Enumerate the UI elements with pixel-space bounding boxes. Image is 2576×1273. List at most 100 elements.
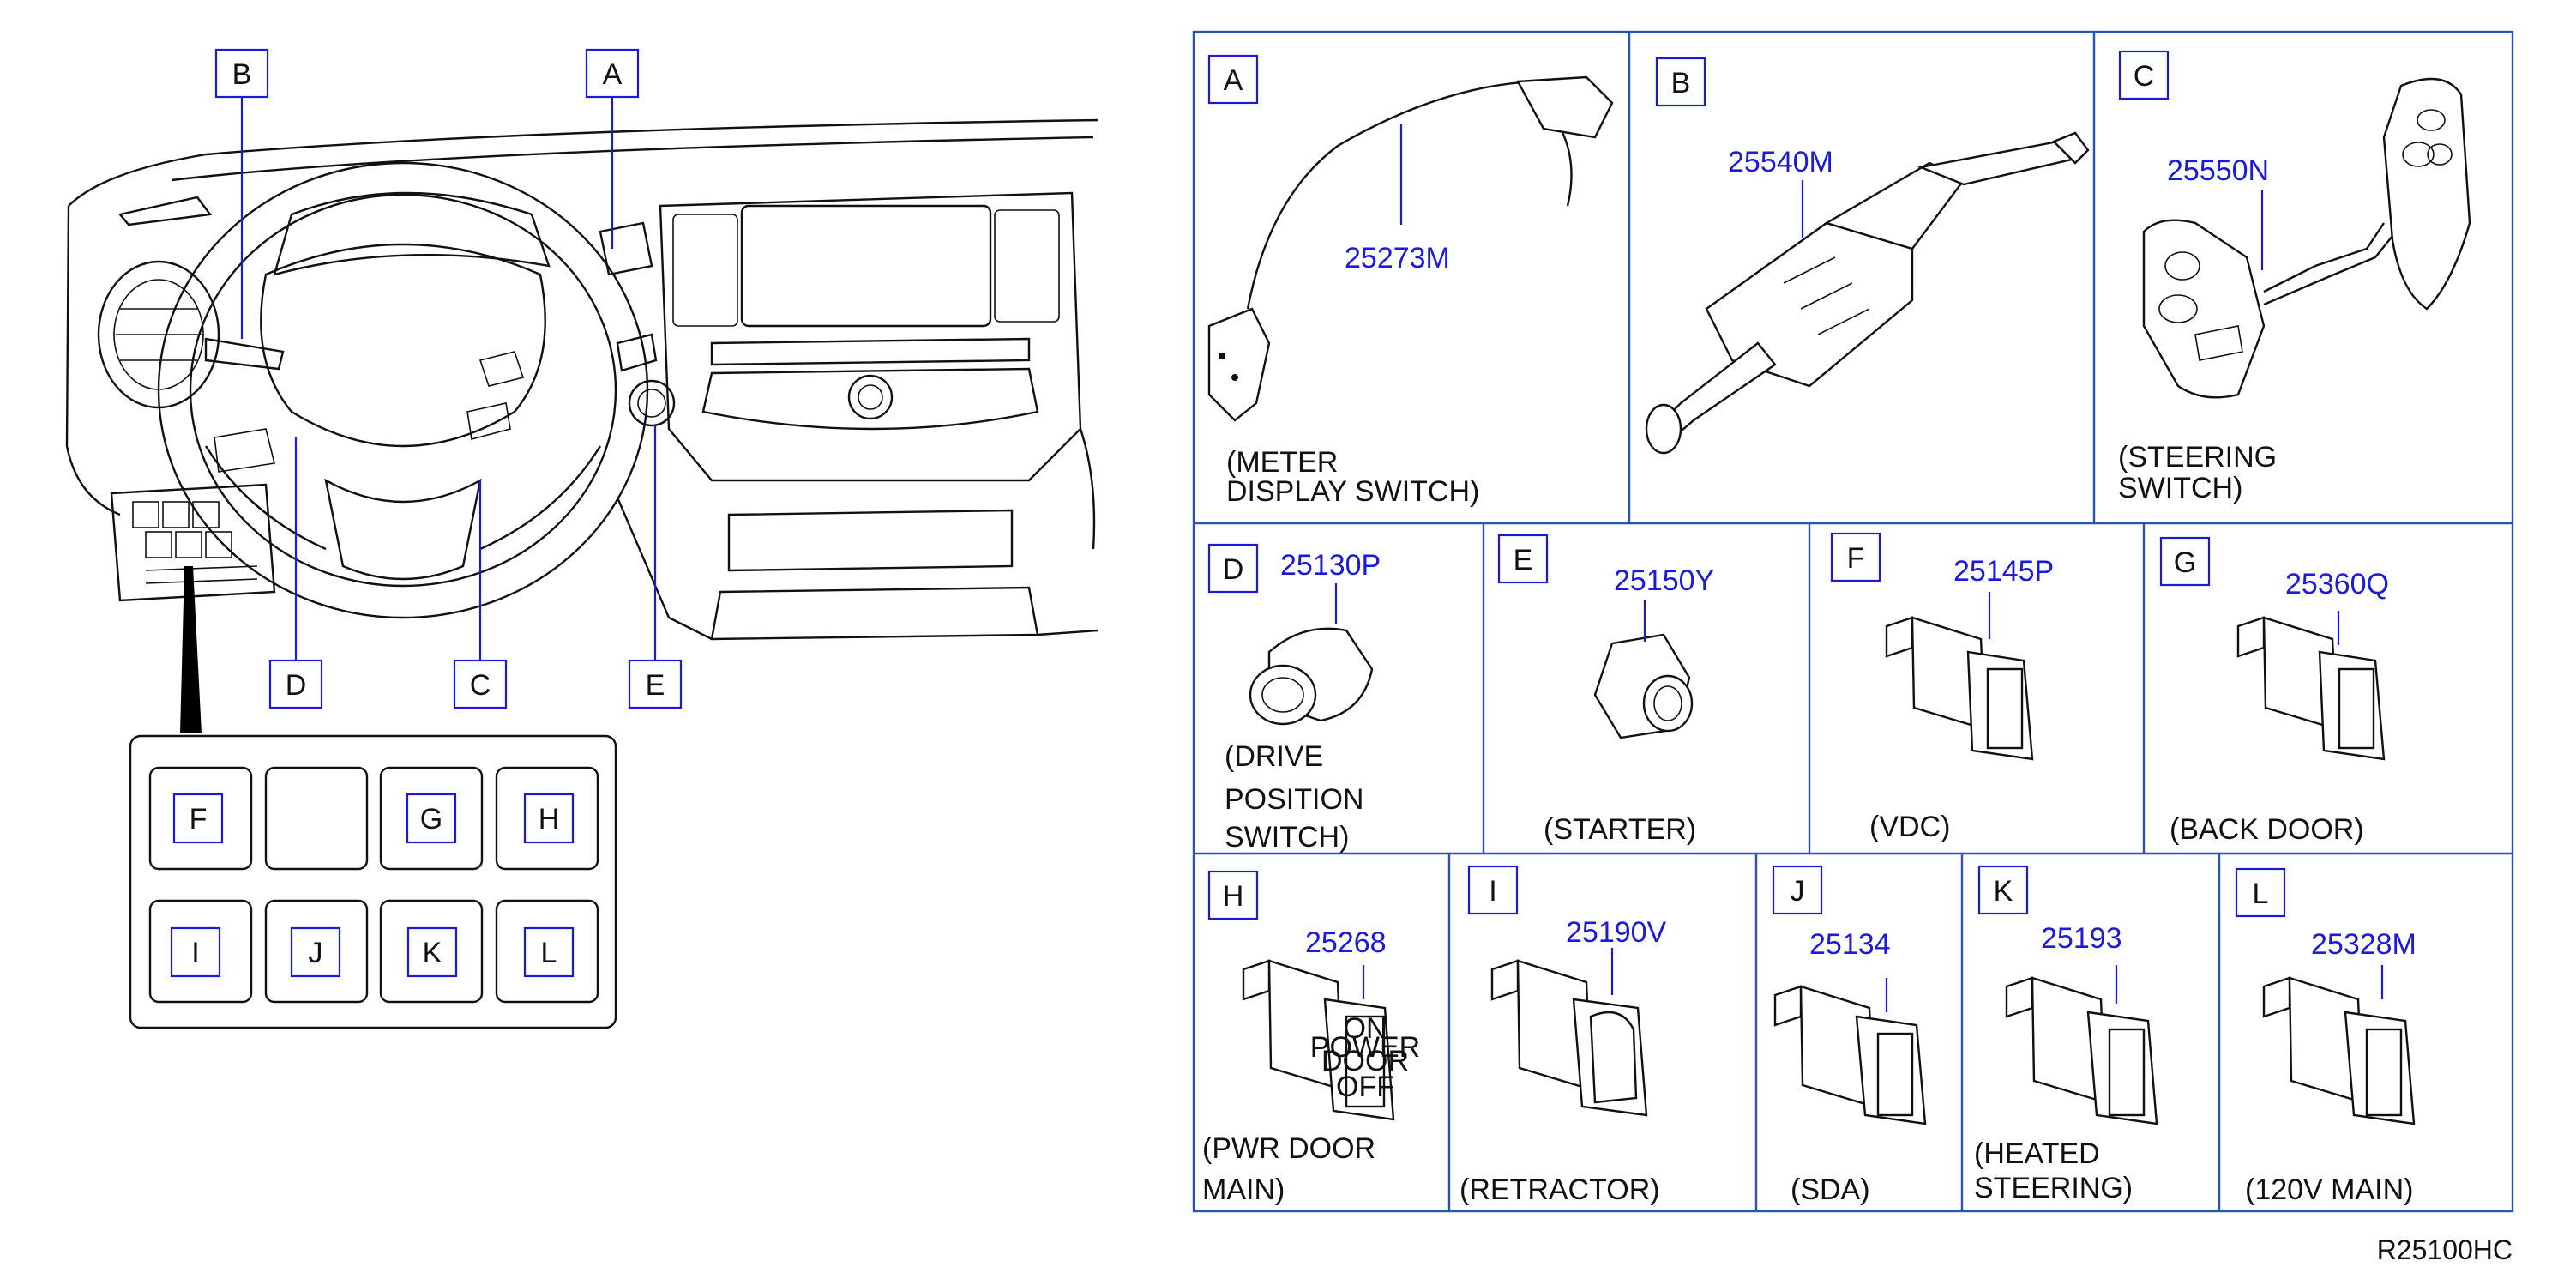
vdc-switch-drawing bbox=[1885, 616, 2034, 761]
svg-text:(STEERING: (STEERING bbox=[2118, 441, 2277, 474]
svg-text:H: H bbox=[1223, 880, 1244, 913]
svg-text:25145P: 25145P bbox=[1953, 555, 2054, 588]
panel-cell-l: L bbox=[495, 899, 599, 1004]
svg-text:25130P: 25130P bbox=[1280, 549, 1381, 582]
part-cell-a: A 25273M (METER DISPLAY SWITCH) bbox=[1207, 54, 1614, 508]
svg-text:H: H bbox=[539, 803, 560, 836]
part-cell-c: C 25550N (STEERING SWITCH) bbox=[2118, 50, 2471, 504]
svg-text:B: B bbox=[1671, 67, 1691, 100]
svg-text:G: G bbox=[2174, 546, 2196, 579]
dashboard-callouts: B A D C E bbox=[214, 48, 683, 709]
svg-text:STEERING): STEERING) bbox=[1974, 1172, 2133, 1204]
svg-text:(STARTER): (STARTER) bbox=[1544, 813, 1696, 846]
svg-text:ON: ON bbox=[1344, 1012, 1387, 1045]
svg-text:SWITCH): SWITCH) bbox=[1225, 821, 1349, 854]
svg-text:DOOR: DOOR bbox=[1321, 1045, 1409, 1077]
svg-text:(HEATED: (HEATED bbox=[1974, 1137, 2100, 1170]
svg-text:25540M: 25540M bbox=[1728, 146, 1833, 178]
svg-text:25190V: 25190V bbox=[1566, 916, 1667, 949]
power-door-switch-drawing: ON POWER DOOR OFF bbox=[1242, 959, 1420, 1121]
panel-cell-i: I bbox=[148, 899, 253, 1004]
svg-text:POWER: POWER bbox=[1310, 1031, 1420, 1064]
svg-text:(PWR DOOR: (PWR DOOR bbox=[1202, 1132, 1375, 1165]
120v-main-switch-drawing bbox=[2262, 976, 2416, 1125]
svg-text:J: J bbox=[309, 937, 323, 969]
callout-b: B bbox=[214, 48, 269, 99]
back-door-switch-drawing bbox=[2236, 616, 2386, 761]
svg-text:I: I bbox=[191, 937, 199, 969]
panel-cell-g: G bbox=[379, 766, 484, 871]
svg-text:(RETRACTOR): (RETRACTOR) bbox=[1460, 1173, 1660, 1206]
svg-text:F: F bbox=[190, 803, 208, 836]
svg-text:J: J bbox=[1791, 875, 1805, 908]
reference-code: R25100HC bbox=[2377, 1234, 2513, 1265]
svg-text:I: I bbox=[1489, 875, 1496, 908]
callout-a: A bbox=[585, 48, 640, 99]
svg-text:25150Y: 25150Y bbox=[1614, 564, 1714, 597]
svg-text:(120V MAIN): (120V MAIN) bbox=[2245, 1173, 2414, 1206]
part-cell-l: L 25328M (120V MAIN) bbox=[2235, 867, 2417, 1206]
svg-text:C: C bbox=[2134, 60, 2155, 93]
svg-text:F: F bbox=[1847, 542, 1865, 575]
svg-text:25268: 25268 bbox=[1305, 926, 1387, 959]
sda-switch-drawing bbox=[1773, 985, 1927, 1125]
svg-text:K: K bbox=[423, 937, 442, 969]
svg-text:E: E bbox=[1514, 544, 1533, 576]
svg-text:B: B bbox=[232, 58, 252, 91]
svg-text:POSITION: POSITION bbox=[1225, 783, 1363, 816]
part-cell-b: B 25540M bbox=[1645, 57, 2090, 455]
svg-text:D: D bbox=[286, 669, 307, 702]
svg-text:E: E bbox=[646, 669, 665, 702]
switch-panel-zoom: F G H I J K bbox=[129, 734, 617, 1029]
svg-text:(DRIVE: (DRIVE bbox=[1225, 740, 1323, 773]
svg-text:DISPLAY SWITCH): DISPLAY SWITCH) bbox=[1226, 475, 1479, 508]
combination-switch-drawing bbox=[1645, 131, 2090, 455]
svg-text:A: A bbox=[1224, 64, 1243, 97]
svg-text:(SDA): (SDA) bbox=[1791, 1173, 1870, 1206]
svg-text:D: D bbox=[1223, 553, 1244, 586]
steering-switch-drawing bbox=[2142, 77, 2471, 399]
svg-text:L: L bbox=[541, 937, 557, 969]
part-cell-e: E 25150Y (STARTER) bbox=[1497, 534, 1714, 846]
callout-e: E bbox=[628, 659, 683, 709]
svg-text:(BACK DOOR): (BACK DOOR) bbox=[2170, 813, 2364, 846]
part-cell-d: D 25130P (DRIVE POSITION SWITCH) bbox=[1207, 543, 1381, 854]
svg-text:25273M: 25273M bbox=[1345, 242, 1450, 275]
svg-text:C: C bbox=[470, 669, 491, 702]
svg-text:A: A bbox=[603, 58, 623, 91]
svg-text:25328M: 25328M bbox=[2311, 928, 2417, 961]
panel-cell-h: H bbox=[495, 766, 599, 871]
meter-display-switch-drawing bbox=[1207, 75, 1614, 422]
svg-text:25193: 25193 bbox=[2041, 922, 2122, 955]
dashboard-leaders bbox=[240, 96, 657, 661]
svg-text:25134: 25134 bbox=[1809, 928, 1891, 961]
svg-text:L: L bbox=[2253, 878, 2269, 910]
parts-grid bbox=[1192, 30, 2514, 1213]
svg-text:(METER: (METER bbox=[1226, 446, 1338, 479]
part-cell-g: G 25360Q (BACK DOOR) bbox=[2159, 536, 2389, 846]
heated-steering-switch-drawing bbox=[2005, 976, 2158, 1125]
part-cell-f: F 25145P (VDC) bbox=[1830, 532, 2054, 843]
part-cell-k: K 25193 (HEATED STEERING) bbox=[1974, 865, 2158, 1204]
dashboard-illustration bbox=[65, 118, 1098, 733]
callout-c: C bbox=[453, 659, 508, 709]
svg-text:G: G bbox=[420, 803, 442, 836]
part-cell-i: I 25190V (RETRACTOR) bbox=[1460, 865, 1667, 1206]
part-cell-h: H ON POWER DOOR OFF 25268 (PWR DOOR MAIN… bbox=[1202, 870, 1420, 1206]
svg-text:25360Q: 25360Q bbox=[2285, 568, 2389, 600]
svg-text:OFF: OFF bbox=[1336, 1071, 1394, 1103]
retractor-switch-drawing bbox=[1490, 959, 1648, 1117]
starter-switch-drawing bbox=[1593, 633, 1694, 739]
panel-cell-k: K bbox=[379, 899, 484, 1004]
panel-cell-blank bbox=[264, 766, 369, 871]
svg-text:(VDC): (VDC) bbox=[1869, 811, 1950, 843]
panel-cell-j: J bbox=[264, 899, 369, 1004]
svg-text:MAIN): MAIN) bbox=[1202, 1173, 1285, 1206]
panel-cell-f: F bbox=[148, 766, 253, 871]
part-cell-j: J 25134 (SDA) bbox=[1772, 865, 1927, 1206]
svg-text:SWITCH): SWITCH) bbox=[2118, 472, 2242, 504]
drive-position-switch-drawing bbox=[1249, 627, 1374, 726]
svg-text:K: K bbox=[1994, 875, 2013, 908]
svg-text:25550N: 25550N bbox=[2167, 154, 2269, 187]
